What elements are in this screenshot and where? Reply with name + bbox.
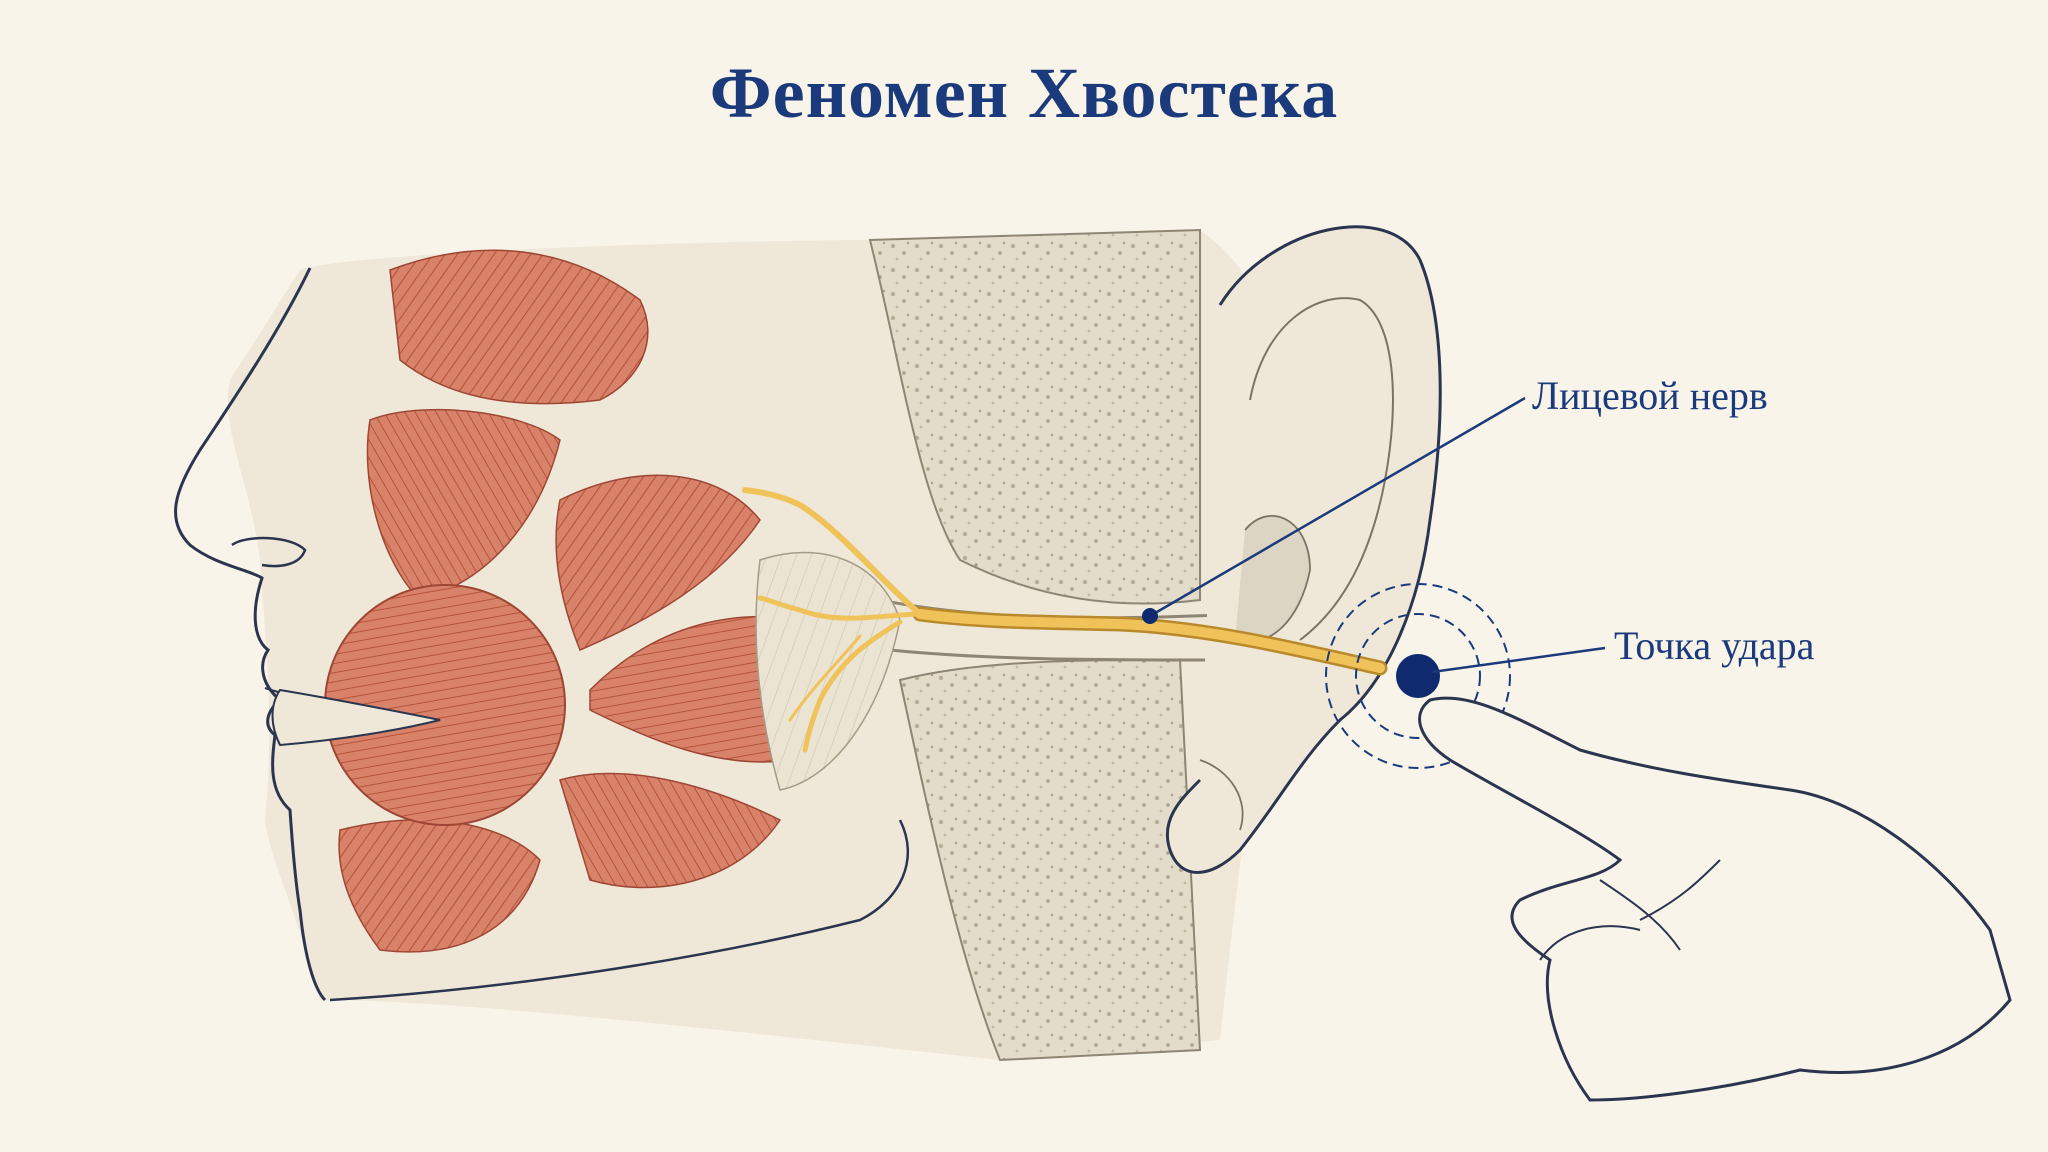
label-facial-nerve: Лицевой нерв bbox=[1532, 373, 1768, 418]
depressor-anguli bbox=[559, 772, 782, 889]
mouth-opening bbox=[271, 688, 441, 747]
nostril-outline bbox=[231, 536, 307, 568]
page-title: Феномен Хвостека bbox=[709, 53, 1339, 133]
skull-bone-section bbox=[868, 228, 1221, 1062]
levator-labii bbox=[366, 408, 561, 601]
ear bbox=[1165, 225, 1442, 874]
ear-lobe bbox=[1199, 759, 1244, 831]
tap-point-dot bbox=[1396, 654, 1440, 698]
facial-nerve-branch-small bbox=[788, 634, 862, 722]
label-tap-point: Точка удара bbox=[1614, 623, 1815, 668]
jaw-outline bbox=[329, 819, 910, 1002]
facial-nerve bbox=[742, 487, 1388, 753]
face-profile-outline bbox=[174, 267, 327, 1002]
facial-nerve-branch-mid bbox=[757, 595, 923, 621]
tap-ring-inner bbox=[1355, 613, 1481, 739]
ear-helix-inner bbox=[1249, 297, 1394, 641]
pointing-hand-icon bbox=[1418, 696, 2012, 1102]
leader-lines bbox=[1142, 396, 1606, 674]
tap-point-marker bbox=[1325, 583, 1511, 769]
leader-dot-nerve bbox=[1142, 608, 1158, 624]
facial-nerve-branch-upper bbox=[742, 487, 923, 617]
tap-ring-outer bbox=[1325, 583, 1511, 769]
orbicularis-oculi-upper bbox=[389, 249, 649, 405]
leader-line-tap bbox=[1431, 646, 1606, 674]
facial-nerve-branch-lower bbox=[802, 619, 903, 753]
leader-line-nerve bbox=[1149, 396, 1526, 618]
facial-muscles bbox=[271, 249, 801, 953]
zygomaticus bbox=[555, 474, 761, 651]
